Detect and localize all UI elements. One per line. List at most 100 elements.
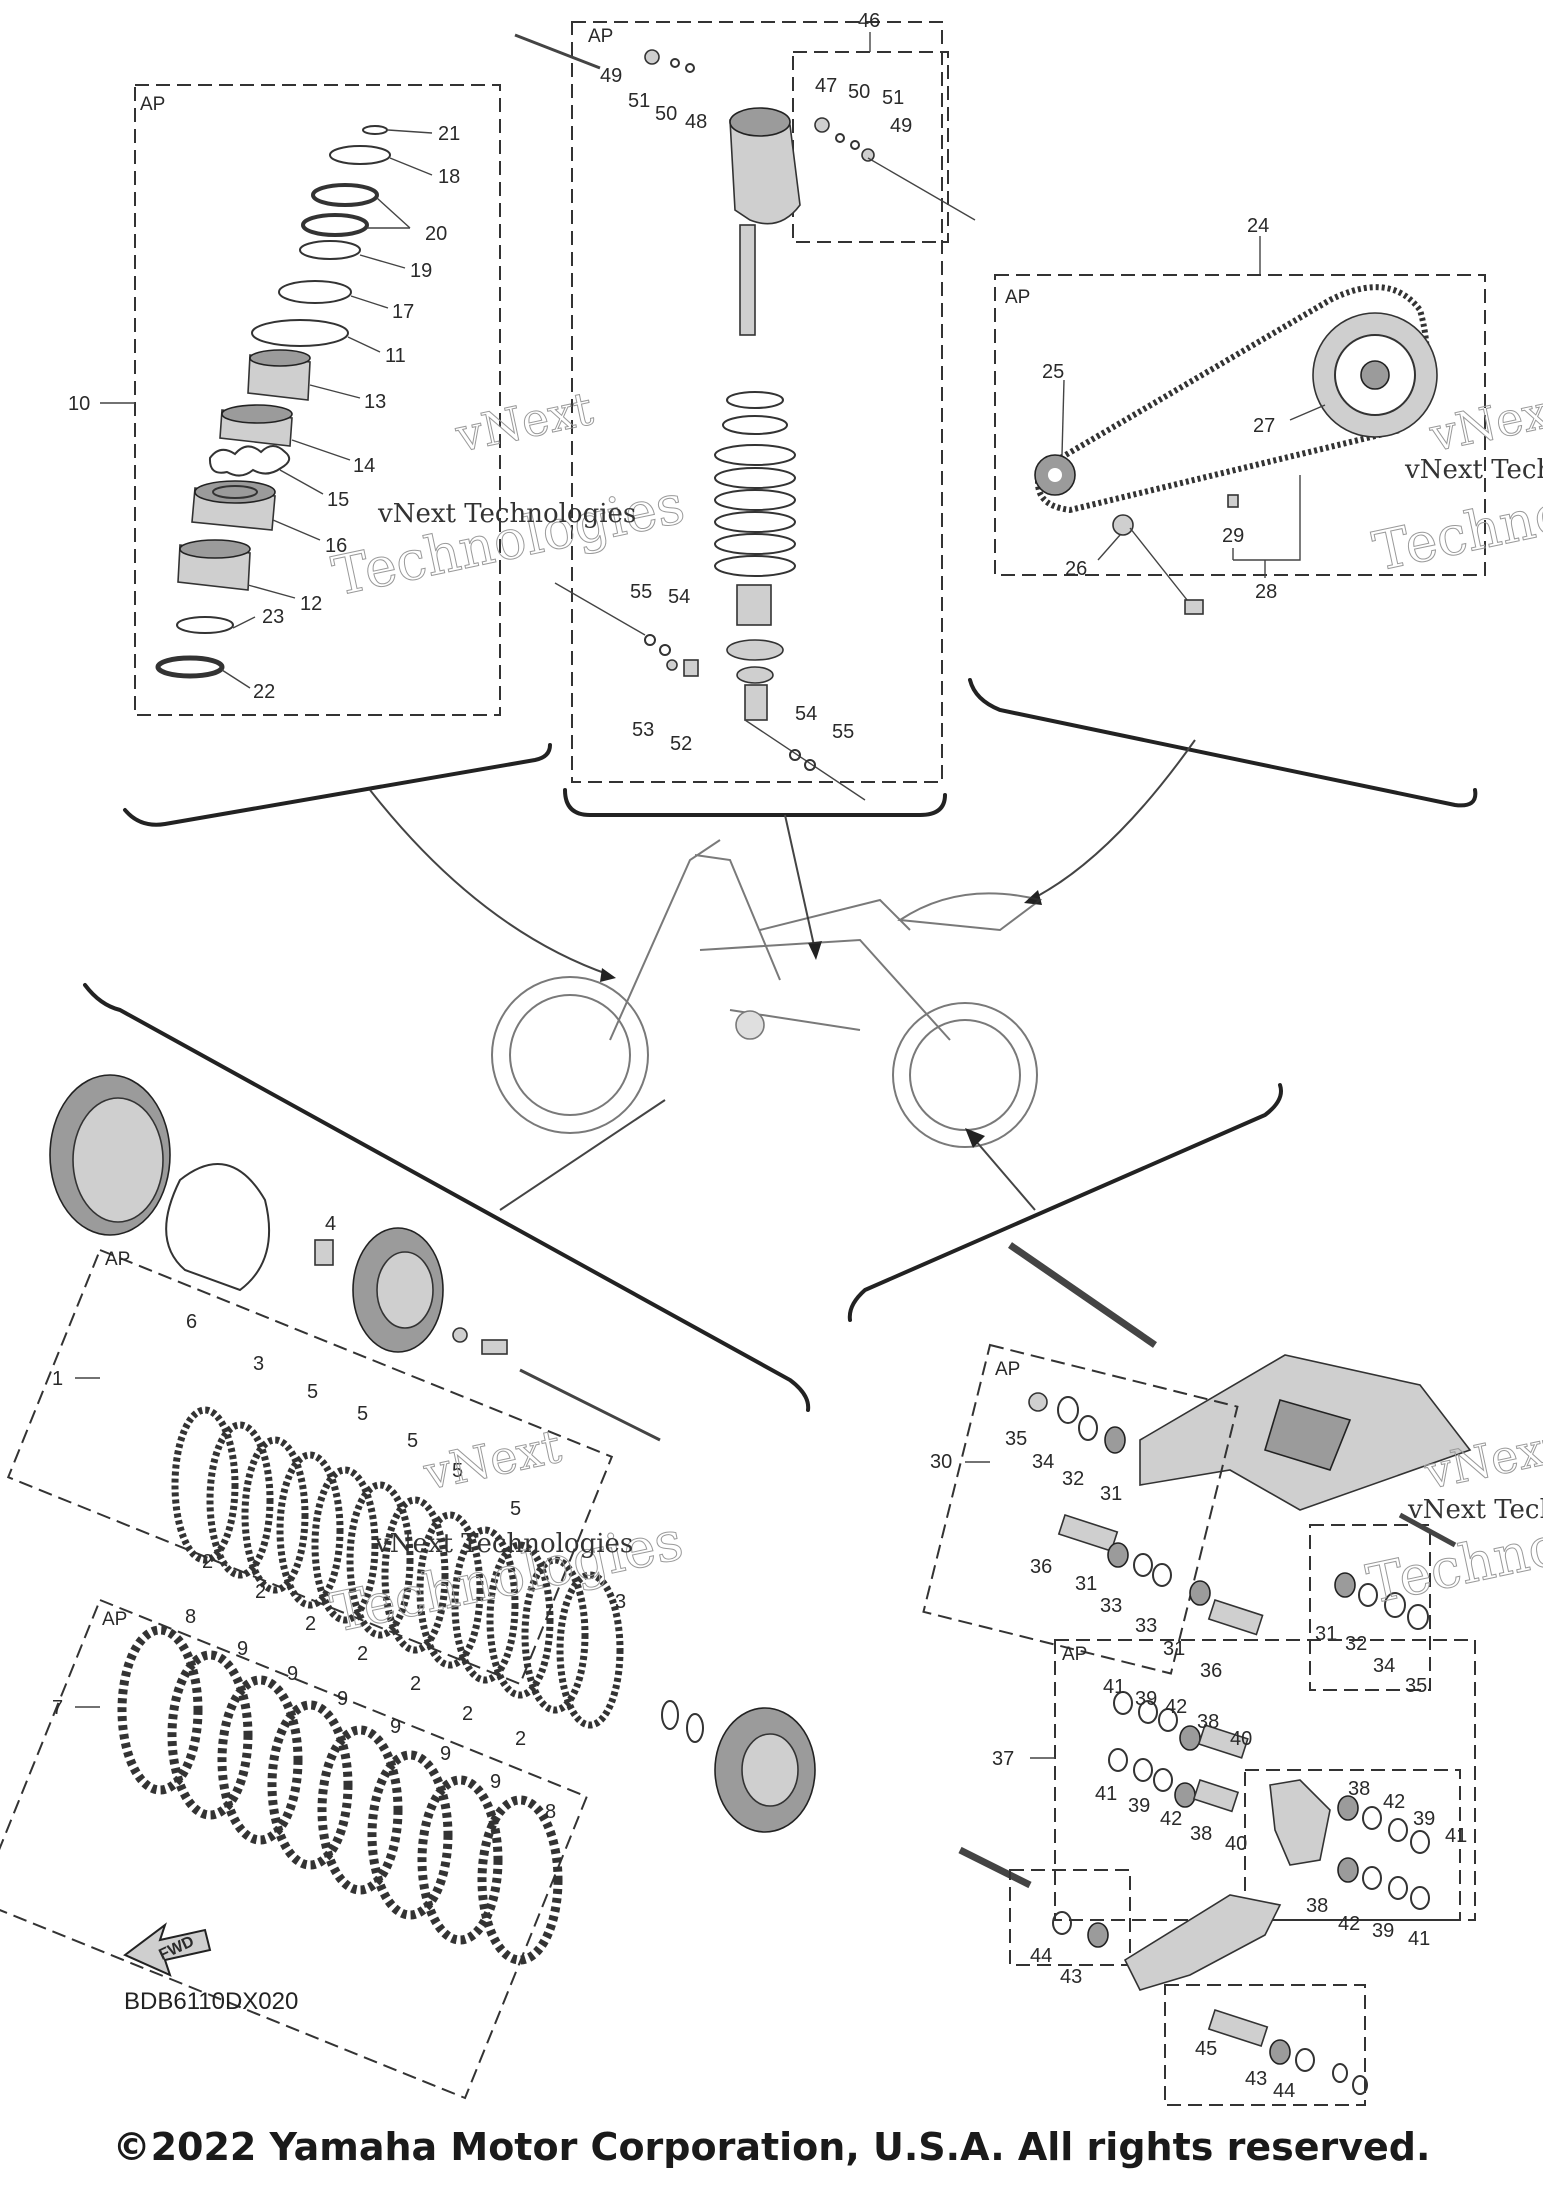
callout-41b[interactable]: 41 xyxy=(1095,1783,1117,1805)
callout-25[interactable]: 25 xyxy=(1042,361,1064,383)
callout-3[interactable]: 3 xyxy=(253,1353,264,1375)
callout-33[interactable]: 33 xyxy=(1100,1595,1122,1617)
callout-30[interactable]: 30 xyxy=(930,1451,952,1473)
callout-10[interactable]: 10 xyxy=(68,393,90,415)
callout-2f[interactable]: 2 xyxy=(462,1703,473,1725)
callout-42c[interactable]: 42 xyxy=(1383,1791,1405,1813)
callout-5b[interactable]: 5 xyxy=(357,1403,368,1425)
callout-8b[interactable]: 8 xyxy=(545,1801,556,1823)
callout-54[interactable]: 54 xyxy=(668,586,690,608)
callout-53[interactable]: 53 xyxy=(632,719,654,741)
callout-42b[interactable]: 42 xyxy=(1160,1808,1182,1830)
callout-43b[interactable]: 43 xyxy=(1245,2068,1267,2090)
callout-13[interactable]: 13 xyxy=(364,391,386,413)
callout-35b[interactable]: 35 xyxy=(1405,1675,1427,1697)
callout-23[interactable]: 23 xyxy=(262,606,284,628)
callout-29[interactable]: 29 xyxy=(1222,525,1244,547)
callout-38[interactable]: 38 xyxy=(1197,1711,1219,1733)
callout-52[interactable]: 52 xyxy=(670,733,692,755)
callout-2g[interactable]: 2 xyxy=(515,1728,526,1750)
callout-45[interactable]: 45 xyxy=(1195,2038,1217,2060)
callout-19[interactable]: 19 xyxy=(410,260,432,282)
callout-6[interactable]: 6 xyxy=(186,1311,197,1333)
callout-37[interactable]: 37 xyxy=(992,1748,1014,1770)
callout-9c[interactable]: 9 xyxy=(337,1688,348,1710)
callout-2d[interactable]: 2 xyxy=(357,1643,368,1665)
callout-42[interactable]: 42 xyxy=(1165,1696,1187,1718)
callout-32b[interactable]: 32 xyxy=(1345,1633,1367,1655)
callout-42d[interactable]: 42 xyxy=(1338,1913,1360,1935)
callout-9[interactable]: 9 xyxy=(237,1638,248,1660)
callout-22[interactable]: 22 xyxy=(253,681,275,703)
callout-9f[interactable]: 9 xyxy=(490,1771,501,1793)
callout-31c[interactable]: 31 xyxy=(1163,1638,1185,1660)
callout-39d[interactable]: 39 xyxy=(1372,1920,1394,1942)
callout-20[interactable]: 20 xyxy=(425,223,447,245)
callout-5c[interactable]: 5 xyxy=(407,1430,418,1452)
callout-46[interactable]: 46 xyxy=(858,10,880,32)
callout-16[interactable]: 16 xyxy=(325,535,347,557)
callout-49[interactable]: 49 xyxy=(600,65,622,87)
callout-34b[interactable]: 34 xyxy=(1373,1655,1395,1677)
callout-21[interactable]: 21 xyxy=(438,123,460,145)
callout-31[interactable]: 31 xyxy=(1100,1483,1122,1505)
callout-15[interactable]: 15 xyxy=(327,489,349,511)
callout-55b[interactable]: 55 xyxy=(832,721,854,743)
callout-9e[interactable]: 9 xyxy=(440,1743,451,1765)
callout-8[interactable]: 8 xyxy=(185,1606,196,1628)
callout-39b[interactable]: 39 xyxy=(1128,1795,1150,1817)
callout-24[interactable]: 24 xyxy=(1247,215,1269,237)
callout-31b[interactable]: 31 xyxy=(1075,1573,1097,1595)
callout-2[interactable]: 2 xyxy=(202,1551,213,1573)
callout-3b[interactable]: 3 xyxy=(615,1591,626,1613)
callout-28[interactable]: 28 xyxy=(1255,581,1277,603)
callout-41[interactable]: 41 xyxy=(1103,1676,1125,1698)
callout-44[interactable]: 44 xyxy=(1030,1945,1052,1967)
callout-27[interactable]: 27 xyxy=(1253,415,1275,437)
callout-14[interactable]: 14 xyxy=(353,455,375,477)
callout-51b[interactable]: 51 xyxy=(882,87,904,109)
callout-9b[interactable]: 9 xyxy=(287,1663,298,1685)
callout-9d[interactable]: 9 xyxy=(390,1716,401,1738)
callout-38d[interactable]: 38 xyxy=(1306,1895,1328,1917)
callout-33b[interactable]: 33 xyxy=(1135,1615,1157,1637)
callout-50b[interactable]: 50 xyxy=(848,81,870,103)
callout-54b[interactable]: 54 xyxy=(795,703,817,725)
callout-43[interactable]: 43 xyxy=(1060,1966,1082,1988)
callout-26[interactable]: 26 xyxy=(1065,558,1087,580)
callout-2b[interactable]: 2 xyxy=(255,1581,266,1603)
callout-44b[interactable]: 44 xyxy=(1273,2080,1295,2102)
callout-5[interactable]: 5 xyxy=(307,1381,318,1403)
callout-2c[interactable]: 2 xyxy=(305,1613,316,1635)
callout-36b[interactable]: 36 xyxy=(1200,1660,1222,1682)
callout-49b[interactable]: 49 xyxy=(890,115,912,137)
callout-38b[interactable]: 38 xyxy=(1190,1823,1212,1845)
callout-47[interactable]: 47 xyxy=(815,75,837,97)
callout-31d[interactable]: 31 xyxy=(1315,1623,1337,1645)
callout-38c[interactable]: 38 xyxy=(1348,1778,1370,1800)
callout-40b[interactable]: 40 xyxy=(1225,1833,1247,1855)
callout-18[interactable]: 18 xyxy=(438,166,460,188)
callout-17[interactable]: 17 xyxy=(392,301,414,323)
callout-48[interactable]: 48 xyxy=(685,111,707,133)
callout-39c[interactable]: 39 xyxy=(1413,1808,1435,1830)
callout-39[interactable]: 39 xyxy=(1135,1688,1157,1710)
callout-41d[interactable]: 41 xyxy=(1408,1928,1430,1950)
callout-4[interactable]: 4 xyxy=(325,1213,336,1235)
callout-50[interactable]: 50 xyxy=(655,103,677,125)
callout-5e[interactable]: 5 xyxy=(510,1498,521,1520)
callout-55[interactable]: 55 xyxy=(630,581,652,603)
callout-5d[interactable]: 5 xyxy=(452,1460,463,1482)
callout-51[interactable]: 51 xyxy=(628,90,650,112)
callout-1[interactable]: 1 xyxy=(52,1368,63,1390)
callout-40[interactable]: 40 xyxy=(1230,1728,1252,1750)
callout-34[interactable]: 34 xyxy=(1032,1451,1054,1473)
callout-32[interactable]: 32 xyxy=(1062,1468,1084,1490)
callout-11[interactable]: 11 xyxy=(385,345,406,367)
callout-36[interactable]: 36 xyxy=(1030,1556,1052,1578)
callout-7[interactable]: 7 xyxy=(52,1697,63,1719)
callout-41c[interactable]: 41 xyxy=(1445,1825,1467,1847)
callout-12[interactable]: 12 xyxy=(300,593,322,615)
callout-2e[interactable]: 2 xyxy=(410,1673,421,1695)
callout-35[interactable]: 35 xyxy=(1005,1428,1027,1450)
